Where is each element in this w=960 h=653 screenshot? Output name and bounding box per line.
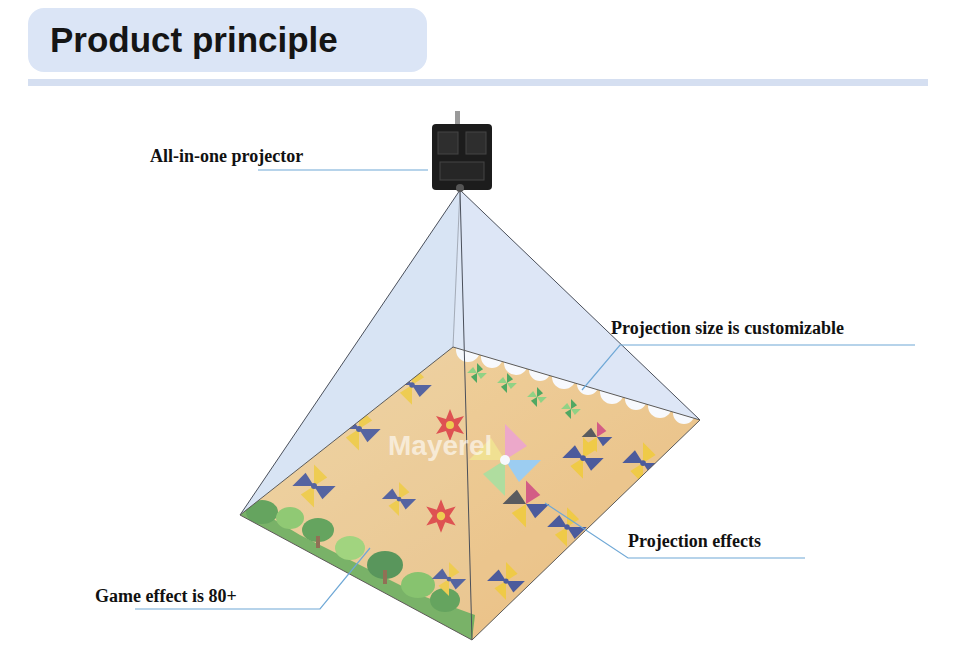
light-face	[240, 190, 472, 640]
callout-label: Projection size is customizable	[611, 317, 844, 339]
callout-label: Projection effects	[628, 530, 761, 552]
page-title: Product principle	[50, 8, 427, 72]
watermark: Mayerel	[388, 430, 492, 462]
callout-label: All-in-one projector	[150, 145, 303, 167]
light-edges	[240, 190, 700, 640]
header-band	[28, 79, 928, 86]
callout-label: Game effect is 80+	[95, 585, 237, 607]
leader-lines	[135, 170, 915, 609]
title-box: Product principle	[28, 8, 427, 72]
light-face	[460, 190, 700, 640]
projector-icon	[432, 111, 492, 192]
